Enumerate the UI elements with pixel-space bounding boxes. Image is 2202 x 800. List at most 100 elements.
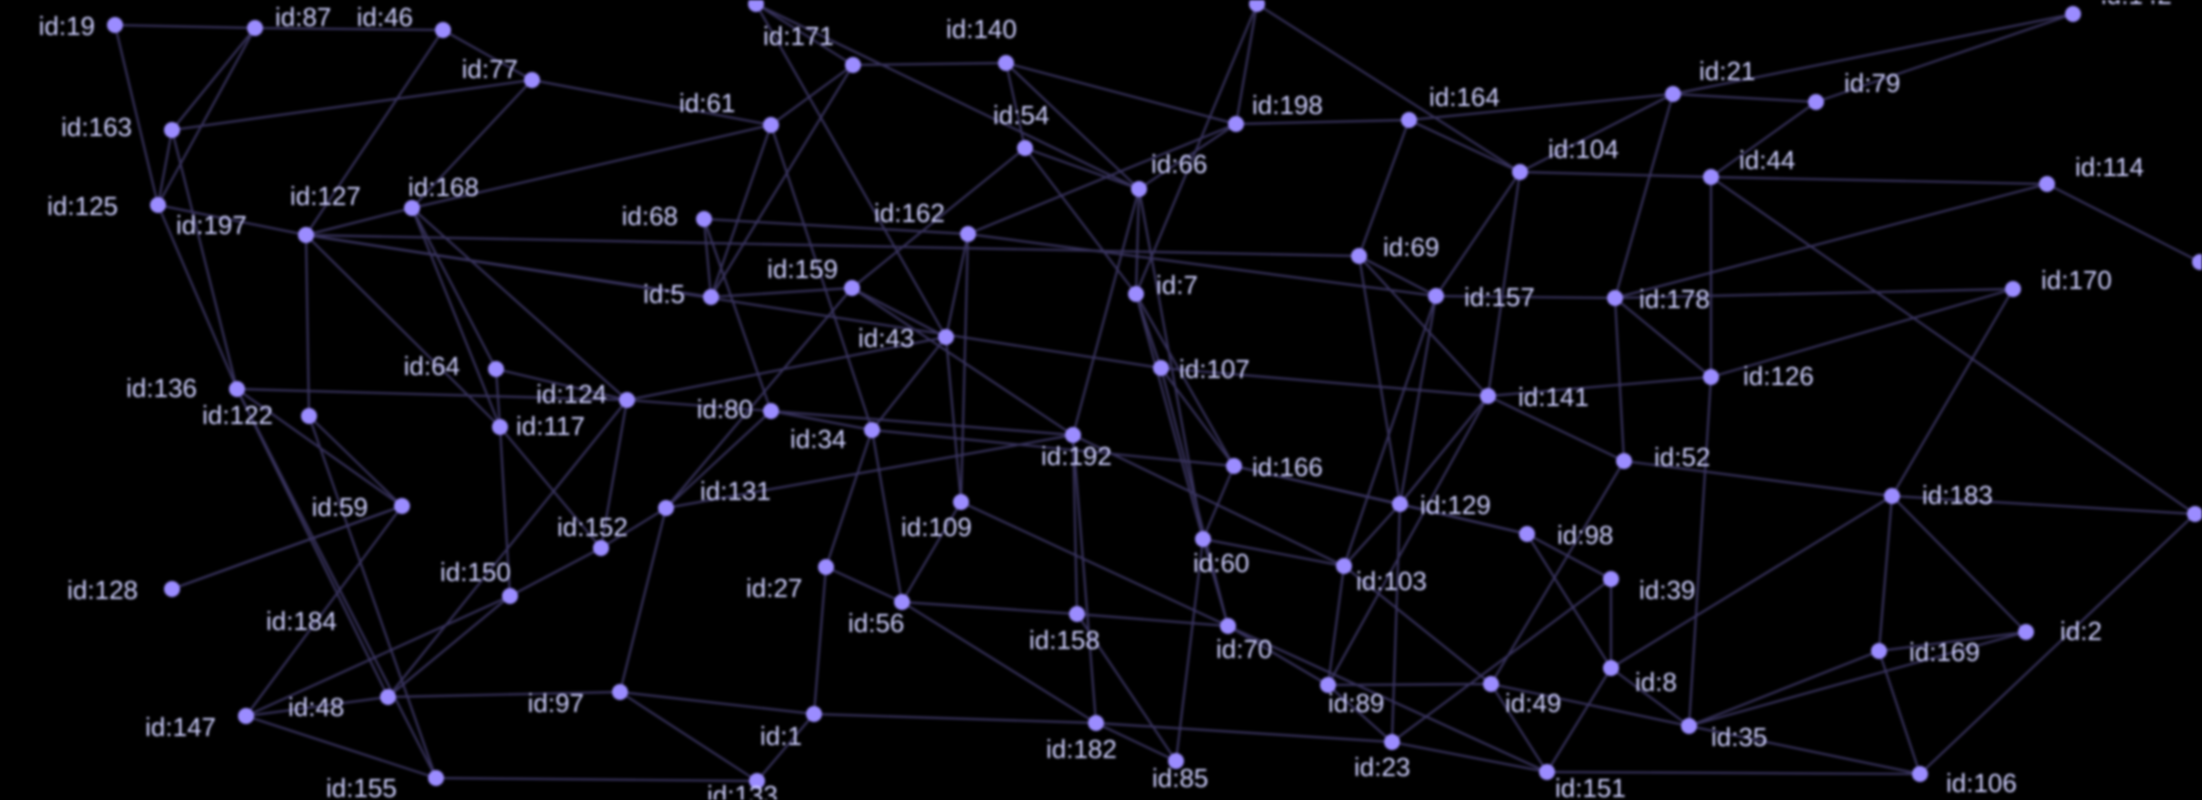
graph-node-89[interactable]: id:89 bbox=[1320, 677, 1384, 718]
node-dot[interactable] bbox=[1195, 531, 1211, 547]
node-dot[interactable] bbox=[1168, 753, 1184, 769]
node-dot[interactable] bbox=[1153, 360, 1169, 376]
graph-node-70[interactable]: id:70 bbox=[1216, 618, 1272, 664]
node-dot[interactable] bbox=[1681, 718, 1697, 734]
graph-node-140[interactable]: id:140 bbox=[946, 14, 1017, 71]
node-dot[interactable] bbox=[502, 588, 518, 604]
graph-node-77[interactable]: id:77 bbox=[462, 54, 540, 88]
node-dot[interactable] bbox=[1603, 660, 1619, 676]
graph-node-158[interactable]: id:158 bbox=[1029, 606, 1100, 655]
node-dot[interactable] bbox=[1017, 140, 1033, 156]
graph-node-197[interactable]: id:197 bbox=[176, 210, 314, 243]
node-dot[interactable] bbox=[164, 122, 180, 138]
graph-node-34[interactable]: id:34 bbox=[790, 422, 880, 454]
graph-node-141[interactable]: id:141 bbox=[1480, 382, 1589, 412]
graph-node-162[interactable]: id:162 bbox=[874, 198, 976, 242]
graph-node-97[interactable]: id:97 bbox=[528, 684, 628, 718]
graph-node-46[interactable]: id:46 bbox=[357, 2, 451, 38]
graph-node-5[interactable]: id:5 bbox=[643, 279, 719, 309]
node-dot[interactable] bbox=[107, 17, 123, 33]
graph-node-136[interactable]: id:136 bbox=[126, 373, 245, 403]
graph-node-159[interactable]: id:159 bbox=[767, 254, 860, 296]
node-dot[interactable] bbox=[960, 226, 976, 242]
node-dot[interactable] bbox=[749, 773, 765, 789]
node-dot[interactable] bbox=[763, 117, 779, 133]
graph-node-107[interactable]: id:107 bbox=[1153, 354, 1250, 384]
node-dot[interactable] bbox=[301, 408, 317, 424]
node-dot[interactable] bbox=[298, 227, 314, 243]
graph-node-129[interactable]: id:129 bbox=[1392, 490, 1491, 520]
graph-node-169[interactable]: id:169 bbox=[1871, 637, 1980, 667]
graph-node-183[interactable]: id:183 bbox=[1884, 480, 1993, 510]
graph-node-109[interactable]: id:109 bbox=[901, 494, 972, 542]
node-dot[interactable] bbox=[150, 197, 166, 213]
node-dot[interactable] bbox=[938, 329, 954, 345]
node-dot[interactable] bbox=[2018, 624, 2034, 640]
graph-node-2[interactable]: id:2 bbox=[2018, 616, 2102, 646]
graph-node-182[interactable]: id:182 bbox=[1046, 715, 1117, 764]
node-dot[interactable] bbox=[612, 684, 628, 700]
node-dot[interactable] bbox=[1703, 369, 1719, 385]
graph-node-top2[interactable] bbox=[1249, 0, 1265, 12]
node-dot[interactable] bbox=[1603, 571, 1619, 587]
node-dot[interactable] bbox=[806, 706, 822, 722]
node-dot[interactable] bbox=[763, 403, 779, 419]
graph-node-147[interactable]: id:147 bbox=[145, 708, 254, 742]
node-dot[interactable] bbox=[404, 200, 420, 216]
node-dot[interactable] bbox=[1884, 488, 1900, 504]
graph-node-106[interactable]: id:106 bbox=[1912, 766, 2017, 798]
node-dot[interactable] bbox=[1480, 388, 1496, 404]
node-dot[interactable] bbox=[1401, 112, 1417, 128]
graph-node-131[interactable]: id:131 bbox=[658, 476, 771, 516]
node-dot[interactable] bbox=[1384, 734, 1400, 750]
graph-node-125[interactable]: id:125 bbox=[47, 191, 166, 221]
graph-node-122[interactable]: id:122 bbox=[202, 400, 317, 430]
node-dot[interactable] bbox=[435, 22, 451, 38]
node-dot[interactable] bbox=[1249, 0, 1265, 12]
graph-node-44[interactable]: id:44 bbox=[1703, 145, 1795, 185]
node-dot[interactable] bbox=[1320, 677, 1336, 693]
node-dot[interactable] bbox=[1065, 427, 1081, 443]
node-dot[interactable] bbox=[748, 0, 764, 12]
graph-node-85[interactable]: id:85 bbox=[1152, 753, 1208, 793]
node-dot[interactable] bbox=[524, 72, 540, 88]
graph-node-21[interactable]: id:21 bbox=[1665, 56, 1755, 102]
graph-node-168[interactable]: id:168 bbox=[404, 172, 479, 216]
node-dot[interactable] bbox=[380, 689, 396, 705]
node-dot[interactable] bbox=[1703, 169, 1719, 185]
graph-node-1[interactable]: id:1 bbox=[760, 706, 822, 751]
graph-node-142[interactable]: id:142 bbox=[2065, 0, 2172, 22]
graph-node-69[interactable]: id:69 bbox=[1351, 232, 1439, 264]
graph-node-7[interactable]: id:7 bbox=[1128, 270, 1198, 302]
graph-node-171[interactable]: id:171 bbox=[763, 21, 861, 73]
node-dot[interactable] bbox=[1808, 94, 1824, 110]
graph-node-178[interactable]: id:178 bbox=[1607, 284, 1710, 314]
graph-node-128[interactable]: id:128 bbox=[67, 575, 180, 605]
graph-node-155[interactable]: id:155 bbox=[326, 770, 444, 800]
graph-node-114[interactable]: id:114 bbox=[2039, 152, 2144, 192]
node-dot[interactable] bbox=[1607, 290, 1623, 306]
node-dot[interactable] bbox=[658, 500, 674, 516]
node-dot[interactable] bbox=[488, 361, 504, 377]
node-dot[interactable] bbox=[2005, 281, 2021, 297]
node-dot[interactable] bbox=[1665, 86, 1681, 102]
node-dot[interactable] bbox=[2192, 254, 2202, 270]
graph-node-184[interactable]: id:184 bbox=[266, 606, 396, 705]
node-dot[interactable] bbox=[2039, 176, 2055, 192]
node-dot[interactable] bbox=[492, 419, 508, 435]
node-dot[interactable] bbox=[1336, 558, 1352, 574]
graph-node-35[interactable]: id:35 bbox=[1681, 718, 1767, 752]
graph-node-66[interactable]: id:66 bbox=[1131, 149, 1207, 197]
graph-node-151[interactable]: id:151 bbox=[1539, 764, 1626, 800]
graph-node-164[interactable]: id:164 bbox=[1401, 82, 1500, 128]
graph-node-152[interactable]: id:152 bbox=[557, 512, 628, 556]
graph-node-60[interactable]: id:60 bbox=[1193, 531, 1249, 578]
node-dot[interactable] bbox=[703, 289, 719, 305]
node-dot[interactable] bbox=[1512, 164, 1528, 180]
node-dot[interactable] bbox=[1228, 116, 1244, 132]
graph-node-68[interactable]: id:68 bbox=[622, 201, 712, 231]
node-dot[interactable] bbox=[1131, 181, 1147, 197]
graph-node-98[interactable]: id:98 bbox=[1519, 520, 1613, 550]
graph-node-170[interactable]: id:170 bbox=[2005, 265, 2112, 297]
node-dot[interactable] bbox=[164, 581, 180, 597]
